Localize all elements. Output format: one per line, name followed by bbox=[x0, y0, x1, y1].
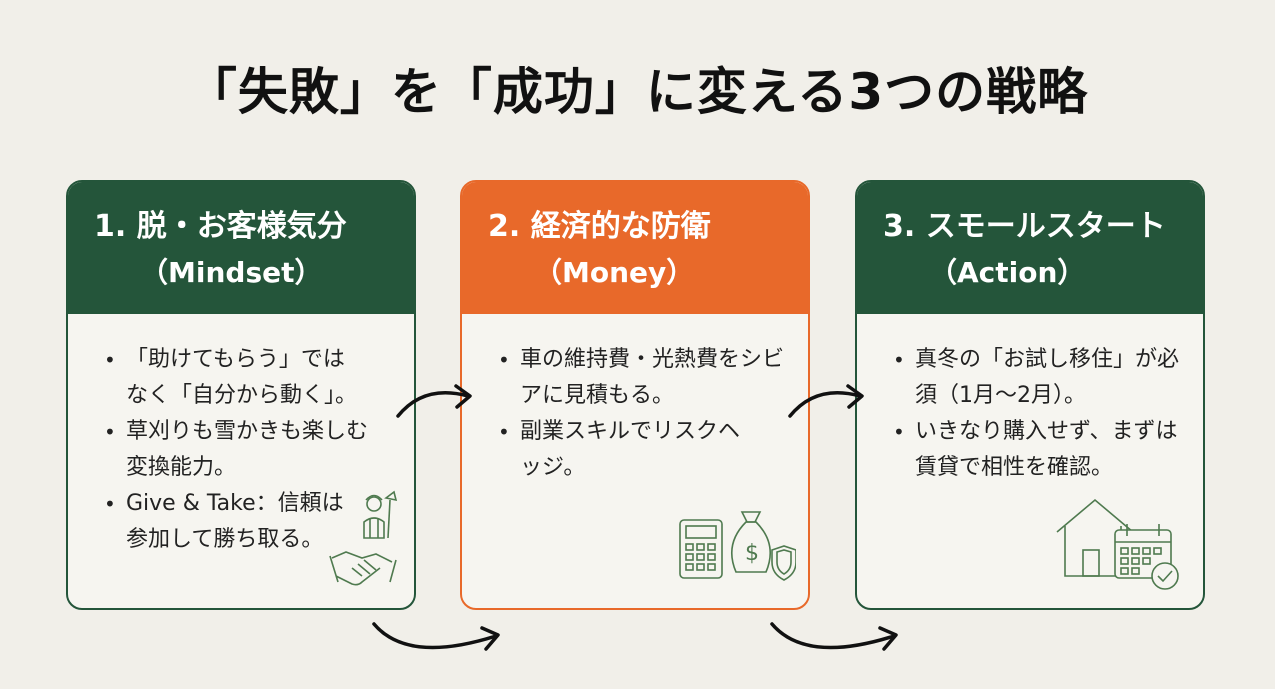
bullet-item: 草刈りも雪かきも楽しむ変換能力。 bbox=[102, 414, 376, 486]
bullet-item: 真冬の「お試し移住」が必須（1月〜2月）。 bbox=[891, 342, 1185, 414]
arrow-icon bbox=[396, 384, 472, 418]
bullet-item: 「助けてもらう」ではなく「自分から動く」。 bbox=[102, 342, 361, 414]
card-subtitle: （Money） bbox=[534, 256, 695, 289]
strategy-card-action: 3. スモールスタート （Action） 真冬の「お試し移住」が必須（1月〜2月… bbox=[855, 180, 1205, 610]
page-title: 「失敗」を「成功」に変える3つの戦略 bbox=[186, 63, 1089, 121]
bullet-item: いきなり購入せず、まずは賃貸で相性を確認。 bbox=[891, 414, 1185, 486]
card-body: 「助けてもらう」ではなく「自分から動く」。 草刈りも雪かきも楽しむ変換能力。 G… bbox=[68, 314, 414, 558]
strategy-card-money: 2. 経済的な防衛 （Money） 車の維持費・光熱費をシビアに見積もる。 副業… bbox=[460, 180, 810, 610]
arrow-icon bbox=[770, 622, 898, 651]
card-title: 2. 経済的な防衛 bbox=[488, 209, 711, 244]
arrow-icon bbox=[372, 622, 500, 651]
handshake-worker-icon bbox=[329, 490, 398, 586]
svg-text:$: $ bbox=[745, 541, 759, 566]
bullet-item: Give & Take：信頼は参加して勝ち取る。 bbox=[102, 486, 351, 558]
card-header: 3. スモールスタート （Action） bbox=[857, 182, 1203, 314]
card-title: 1. 脱・お客様気分 bbox=[94, 209, 347, 244]
arrow-icon bbox=[788, 384, 864, 418]
house-calendar-check-icon bbox=[1056, 498, 1179, 590]
card-title: 3. スモールスタート bbox=[883, 209, 1166, 244]
calculator-moneybag-shield-icon: $ bbox=[679, 511, 796, 581]
strategy-card-mindset: 1. 脱・お客様気分 （Mindset） 「助けてもらう」ではなく「自分から動く… bbox=[66, 180, 416, 610]
card-header: 1. 脱・お客様気分 （Mindset） bbox=[68, 182, 414, 314]
card-subtitle: （Mindset） bbox=[140, 256, 323, 289]
bullet-item: 車の維持費・光熱費をシビアに見積もる。 bbox=[496, 342, 785, 414]
card-subtitle: （Action） bbox=[929, 256, 1086, 289]
bullet-item: 副業スキルでリスクヘッジ。 bbox=[496, 414, 750, 486]
card-body: 真冬の「お試し移住」が必須（1月〜2月）。 いきなり購入せず、まずは賃貸で相性を… bbox=[857, 314, 1203, 486]
card-header: 2. 経済的な防衛 （Money） bbox=[462, 182, 808, 314]
card-body: 車の維持費・光熱費をシビアに見積もる。 副業スキルでリスクヘッジ。 bbox=[462, 314, 808, 486]
